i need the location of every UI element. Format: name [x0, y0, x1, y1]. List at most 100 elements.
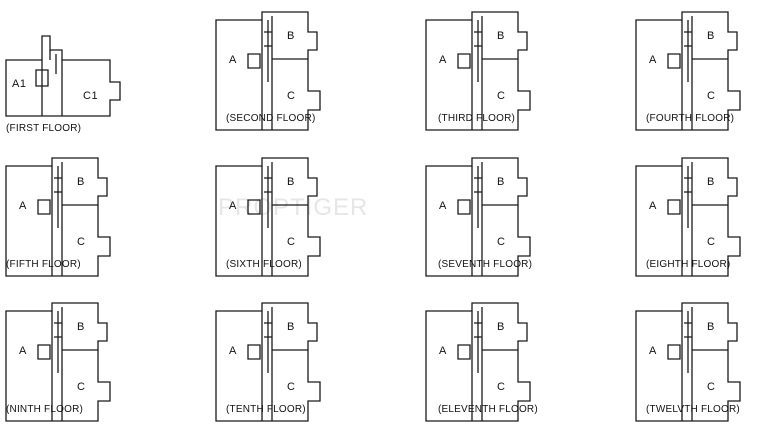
plan-stair: [684, 31, 692, 47]
floor-plan-drawing: [635, 157, 741, 277]
floor-caption: (SEVENTH FLOOR): [438, 259, 533, 270]
floor-plan: A B C (SEVENTH FLOOR): [425, 157, 556, 288]
room-label: A: [649, 200, 657, 212]
room-label: B: [497, 176, 505, 188]
floor-caption: (EIGHTH FLOOR): [646, 259, 731, 270]
room-label: B: [707, 176, 715, 188]
plan-stair: [474, 177, 482, 193]
room-label: C: [707, 381, 716, 393]
plan-core: [457, 53, 471, 69]
room-label: A: [229, 200, 237, 212]
room-label: C: [77, 381, 86, 393]
floor-plan: A B C (TENTH FLOOR): [215, 302, 346, 433]
floor-plan: A B C (FIFTH FLOOR): [5, 157, 136, 288]
plan-core: [667, 344, 681, 360]
plan-stair: [54, 177, 62, 193]
plan-outline: [425, 11, 531, 131]
plan-stair: [684, 322, 692, 338]
plan-stair: [264, 31, 272, 47]
plan-core: [35, 69, 49, 87]
floor-caption: (NINTH FLOOR): [6, 404, 84, 415]
plan-stair: [54, 322, 62, 338]
floor-caption: (SECOND FLOOR): [226, 113, 316, 124]
room-label: B: [707, 321, 715, 333]
plan-core: [457, 199, 471, 215]
room-label: C: [707, 236, 716, 248]
floor-caption: (TWELVTH FLOOR): [646, 404, 740, 415]
room-label: A: [439, 345, 447, 357]
room-label: C: [497, 236, 506, 248]
floor-caption: (THIRD FLOOR): [438, 113, 516, 124]
plan-core: [247, 199, 261, 215]
room-label: A: [439, 200, 447, 212]
plan-outline: [5, 35, 121, 117]
plan-core: [667, 53, 681, 69]
floor-plan-drawing: [215, 11, 321, 131]
plan-outline: [635, 157, 741, 277]
plan-outline: [5, 302, 111, 422]
floor-plan-drawing: [425, 157, 531, 277]
floor-plan: A B C (EIGHTH FLOOR): [635, 157, 766, 288]
floor-caption: (TENTH FLOOR): [226, 404, 306, 415]
floor-caption: (FOURTH FLOOR): [646, 113, 735, 124]
room-label: C: [287, 90, 296, 102]
room-label: B: [77, 321, 85, 333]
plan-stair: [474, 322, 482, 338]
room-label: C: [287, 236, 296, 248]
floor-plan-drawing: [635, 11, 741, 131]
room-label: C: [497, 381, 506, 393]
room-label: B: [77, 176, 85, 188]
plan-outline: [215, 11, 321, 131]
floor-plan-drawing: [5, 157, 111, 277]
plan-core: [457, 344, 471, 360]
room-label: A1: [12, 78, 27, 90]
room-label: C: [77, 236, 86, 248]
plan-core: [37, 199, 51, 215]
room-label: B: [287, 321, 295, 333]
floor-plan-drawing: [5, 302, 111, 422]
floor-caption: (FIRST FLOOR): [6, 123, 82, 134]
room-label: C1: [83, 90, 99, 102]
room-label: A: [19, 345, 27, 357]
room-label: B: [287, 176, 295, 188]
plan-core: [37, 344, 51, 360]
floor-plan-drawing: [5, 35, 121, 117]
floor-caption: (FIFTH FLOOR): [6, 259, 81, 270]
plan-outline: [425, 157, 531, 277]
plan-outline: [215, 157, 321, 277]
floor-plan-drawing: [635, 302, 741, 422]
plan-stair: [474, 31, 482, 47]
floor-plan: A B C (FOURTH FLOOR): [635, 11, 766, 142]
room-label: B: [707, 30, 715, 42]
room-label: B: [497, 321, 505, 333]
plan-outline: [635, 302, 741, 422]
room-label: B: [497, 30, 505, 42]
plan-core: [247, 53, 261, 69]
plan-outline: [425, 302, 531, 422]
room-label: A: [19, 200, 27, 212]
room-label: A: [229, 345, 237, 357]
room-label: A: [229, 54, 237, 66]
floor-plan: A B C (THIRD FLOOR): [425, 11, 556, 142]
room-label: C: [707, 90, 716, 102]
watermark: PROPTIGER: [218, 194, 369, 221]
room-label: A: [649, 54, 657, 66]
floor-plan: A B C (ELEVENTH FLOOR): [425, 302, 556, 433]
room-label: C: [497, 90, 506, 102]
plan-stair: [264, 177, 272, 193]
floor-plan-drawing: [425, 302, 531, 422]
floor-plan: A B C (SECOND FLOOR): [215, 11, 346, 142]
plan-outline: [215, 302, 321, 422]
floor-plan-drawing: [215, 157, 321, 277]
room-label: B: [287, 30, 295, 42]
floor-caption: (ELEVENTH FLOOR): [438, 404, 538, 415]
room-label: C: [287, 381, 296, 393]
room-label: A: [439, 54, 447, 66]
plan-stair: [49, 50, 57, 74]
plan-stair: [684, 177, 692, 193]
floor-plan-drawing: [215, 302, 321, 422]
floor-plan: A B C (NINTH FLOOR): [5, 302, 136, 433]
